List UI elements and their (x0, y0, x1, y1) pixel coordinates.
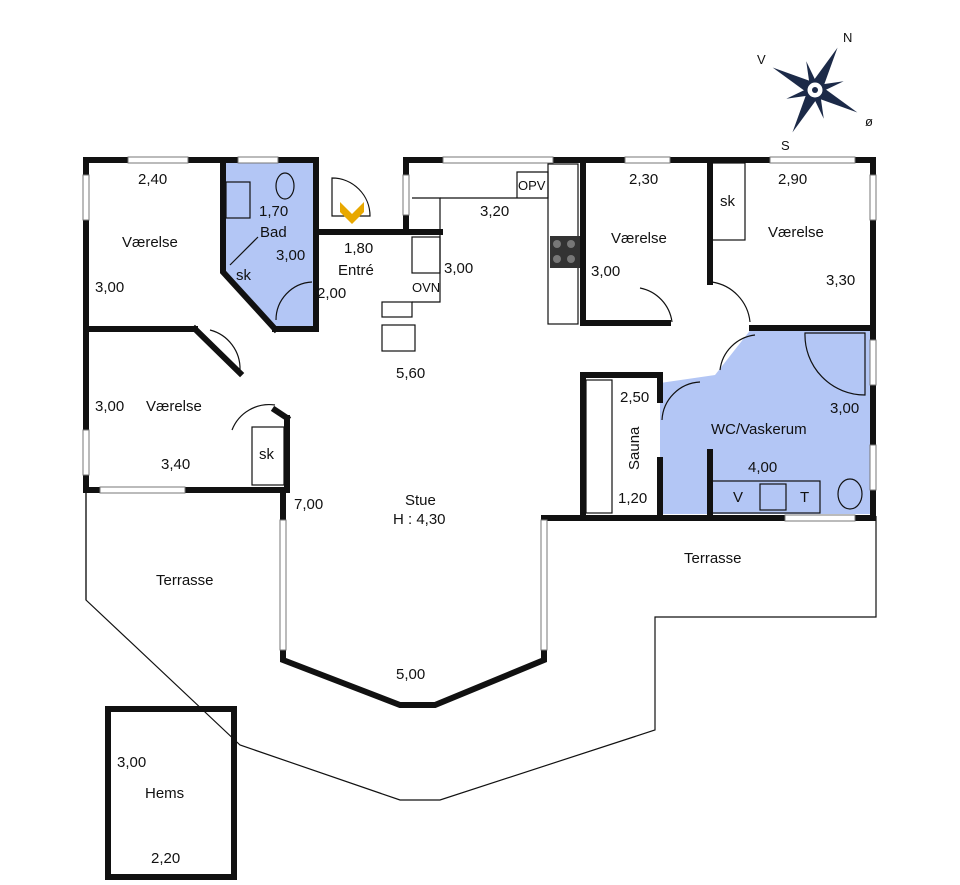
hems-name: Hems (145, 785, 184, 802)
vaerelse-w-width: 3,40 (161, 456, 190, 473)
vaerelse-n2-depth: 3,00 (591, 263, 620, 280)
terrasse-w-name: Terrasse (156, 572, 214, 589)
hems-width: 2,20 (151, 850, 180, 867)
vaerelse-nw-width: 2,40 (138, 171, 167, 188)
kitchen-opv: OPV (518, 178, 546, 193)
compass-o: ø (865, 114, 873, 129)
vaerelse-w-closet: sk (259, 446, 275, 463)
wc-v: V (733, 489, 743, 506)
bad-width: 1,70 (259, 203, 288, 220)
bad-name: Bad (260, 224, 287, 241)
entre-width: 1,80 (344, 240, 373, 257)
hems-depth: 3,00 (117, 754, 146, 771)
kitchen-ovn: OVN (412, 280, 440, 295)
entre-depth: 2,00 (317, 285, 346, 302)
doors (209, 177, 756, 431)
vaerelse-ne-depth: 3,30 (826, 272, 855, 289)
compass-rose-icon (772, 47, 858, 133)
fixtures (225, 162, 866, 514)
kitchen-width: 3,20 (480, 203, 509, 220)
room-labels: 2,40 Værelse 3,00 1,70 Bad 3,00 sk 1,80 … (95, 171, 859, 867)
wc-depth: 3,00 (830, 400, 859, 417)
wc-width: 4,00 (748, 459, 777, 476)
terrace-west-outline (85, 490, 877, 801)
stue-bottom: 5,00 (396, 666, 425, 683)
compass-n: N (843, 30, 852, 45)
bad-closet: sk (236, 267, 252, 284)
vaerelse-nw-name: Værelse (122, 234, 178, 251)
vaerelse-ne-name: Værelse (768, 224, 824, 241)
vaerelse-n2-name: Værelse (611, 230, 667, 247)
stue-name: Stue (405, 492, 436, 509)
vaerelse-n2-width: 2,30 (629, 171, 658, 188)
sauna-depth: 2,50 (620, 389, 649, 406)
entre-name: Entré (338, 262, 374, 279)
wc-t: T (800, 489, 809, 506)
stue-width: 5,60 (396, 365, 425, 382)
vaerelse-nw-depth: 3,00 (95, 279, 124, 296)
wc-name: WC/Vaskerum (711, 421, 807, 438)
compass-s: S (781, 138, 790, 153)
kitchen-depth: 3,00 (444, 260, 473, 277)
entry-arrow-icon (340, 202, 364, 224)
sauna-width: 1,20 (618, 490, 647, 507)
hems-outline (105, 706, 237, 880)
stue-height: H : 4,30 (393, 511, 446, 528)
vaerelse-ne-closet: sk (720, 193, 736, 210)
bad-floor (223, 163, 316, 329)
vaerelse-ne-width: 2,90 (778, 171, 807, 188)
vaerelse-w-depth: 3,00 (95, 398, 124, 415)
vaerelse-w-name: Værelse (146, 398, 202, 415)
terrasse-e-name: Terrasse (684, 550, 742, 567)
compass-v: V (757, 52, 766, 67)
sauna-name: Sauna (626, 426, 643, 470)
stue-depth: 7,00 (294, 496, 323, 513)
windows (82, 156, 877, 651)
bad-depth: 3,00 (276, 247, 305, 264)
